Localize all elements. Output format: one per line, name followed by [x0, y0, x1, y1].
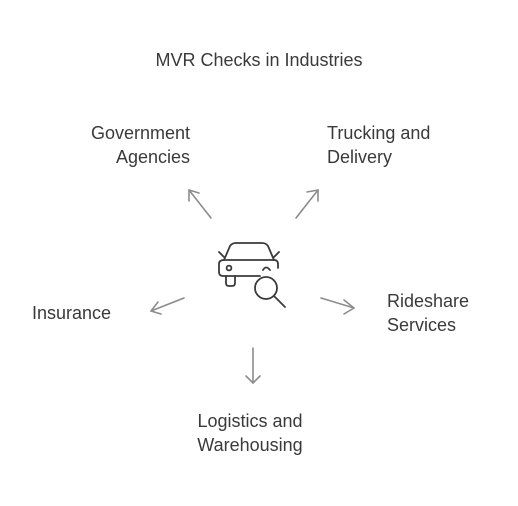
node-rideshare-services: Rideshare Services	[387, 289, 469, 337]
node-trucking-delivery: Trucking and Delivery	[327, 121, 430, 169]
node-logistics-warehousing: Logistics and Warehousing	[170, 409, 330, 457]
node-label-line: Government	[90, 123, 190, 143]
node-label-line: Rideshare	[387, 291, 470, 311]
node-label-line: Delivery	[327, 147, 393, 167]
node-label-line: Agencies	[115, 147, 190, 167]
arrow-to-logistics	[245, 347, 261, 384]
node-government-agencies: Government Agencies	[60, 121, 190, 169]
node-insurance: Insurance	[32, 301, 111, 325]
arrow-to-government	[188, 189, 212, 219]
arrow-to-insurance	[150, 297, 185, 315]
arrow-to-trucking	[295, 189, 319, 219]
node-label-line: Trucking and	[327, 123, 431, 143]
car-magnifier-icon	[218, 242, 286, 308]
arrow-to-rideshare	[320, 297, 355, 315]
diagram-title: MVR Checks in Industries	[155, 50, 363, 70]
node-label-line: Warehousing	[197, 435, 303, 455]
node-label-line: Logistics and	[197, 411, 303, 431]
node-label-line: Services	[387, 315, 457, 335]
node-label-line: Insurance	[32, 303, 112, 323]
